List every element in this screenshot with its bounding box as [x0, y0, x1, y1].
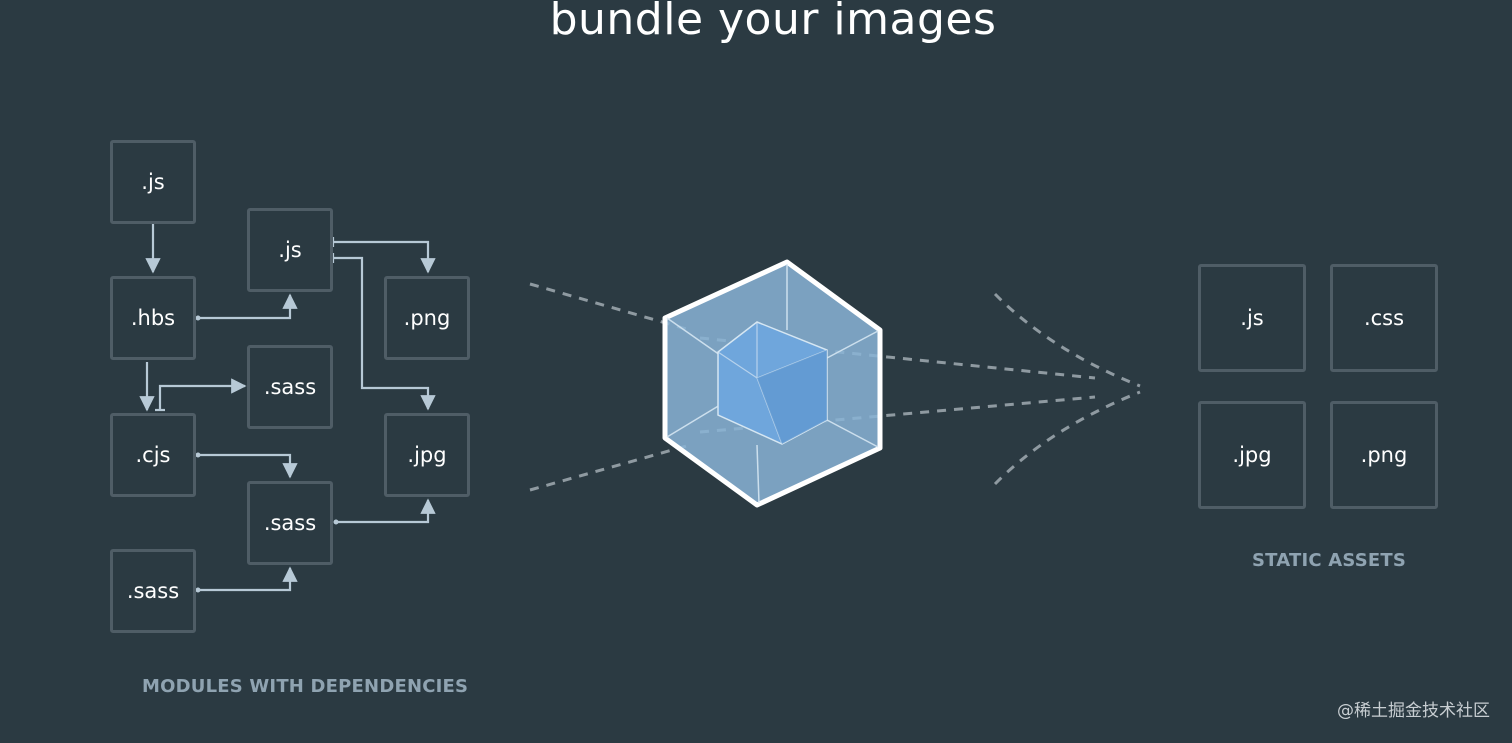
module-box-png: .png	[384, 276, 470, 360]
arrow-sass-jpg	[336, 498, 436, 524]
assets-caption: STATIC ASSETS	[1252, 550, 1407, 571]
asset-box-jpg: .jpg	[1198, 401, 1306, 509]
module-box-sass-2: .sass	[247, 481, 333, 565]
module-box-js-1: .js	[110, 140, 196, 224]
arrow-cjs-sass	[158, 378, 247, 410]
watermark: @稀土掘金技术社区	[1337, 701, 1490, 721]
module-box-js-2: .js	[247, 208, 333, 292]
headline: bundle your images	[549, 0, 997, 45]
modules-caption: MODULES WITH DEPENDENCIES	[142, 676, 469, 697]
arrow-cjs-sass2	[198, 453, 298, 479]
dash-center-top	[699, 336, 1096, 380]
asset-box-css: .css	[1330, 264, 1438, 372]
dash-out-bottom	[993, 390, 1141, 486]
arrow-js-png	[333, 240, 436, 274]
arrow-js-jpg	[333, 256, 436, 411]
webpack-cube-icon	[662, 259, 883, 508]
asset-box-png: .png	[1330, 401, 1438, 509]
dash-out-top	[993, 292, 1141, 388]
arrow-sass-sass2	[198, 566, 298, 592]
module-box-hbs: .hbs	[110, 276, 196, 360]
asset-box-js: .js	[1198, 264, 1306, 372]
arrow-hbs-js	[198, 293, 298, 320]
module-box-jpg: .jpg	[384, 413, 470, 497]
dash-in-bottom	[529, 443, 691, 492]
module-box-cjs: .cjs	[110, 413, 196, 497]
dash-center-bottom	[699, 395, 1096, 434]
module-box-sass-3: .sass	[110, 549, 196, 633]
module-box-sass-1: .sass	[247, 345, 333, 429]
